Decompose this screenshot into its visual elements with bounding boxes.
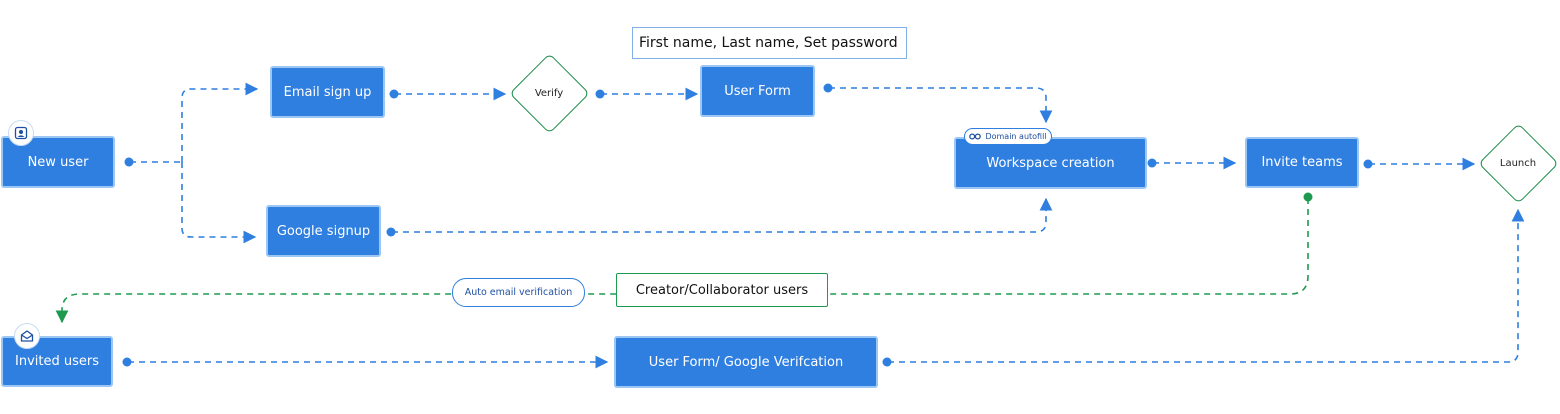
- envelope-open-icon: [14, 323, 40, 349]
- node-user-form[interactable]: User Form: [700, 65, 815, 117]
- link-infinity-icon: [969, 133, 982, 140]
- node-user-form-google-verification[interactable]: User Form/ Google Verifcation: [614, 336, 878, 388]
- port-new-user: [124, 157, 134, 167]
- launch-label: Launch: [1499, 158, 1537, 169]
- connector-to-email-signup: [181, 82, 259, 162]
- port-email-signup: [389, 89, 399, 99]
- badge-domain-autofill: Domain autofill: [964, 128, 1052, 145]
- verify-label: Verify: [534, 88, 564, 99]
- connector-to-google-signup: [181, 162, 257, 244]
- note-creator-collaborator-users: Creator/Collaborator users: [616, 273, 828, 307]
- node-google-signup[interactable]: Google signup: [266, 205, 381, 257]
- port-invite-teams: [1363, 159, 1373, 169]
- note-user-form-fields: First name, Last name, Set password: [632, 27, 907, 59]
- domain-autofill-label: Domain autofill: [985, 132, 1047, 141]
- port-user-form-google: [882, 357, 892, 367]
- node-email-signup[interactable]: Email sign up: [270, 66, 385, 118]
- connector-google-to-workspace: [392, 197, 1053, 233]
- connector-user-form-to-workspace: [829, 87, 1053, 124]
- node-invite-teams[interactable]: Invite teams: [1245, 137, 1359, 188]
- port-user-form: [823, 83, 833, 93]
- port-verify: [595, 89, 605, 99]
- port-workspace: [1147, 158, 1157, 168]
- user-profile-icon: [8, 120, 34, 146]
- note-auto-email-verification: Auto email verification: [452, 278, 585, 307]
- port-invite-teams-green: [1303, 192, 1313, 202]
- connector-user-form-google-to-launch: [888, 208, 1525, 363]
- port-google-signup: [386, 227, 396, 237]
- port-invited-users: [122, 357, 132, 367]
